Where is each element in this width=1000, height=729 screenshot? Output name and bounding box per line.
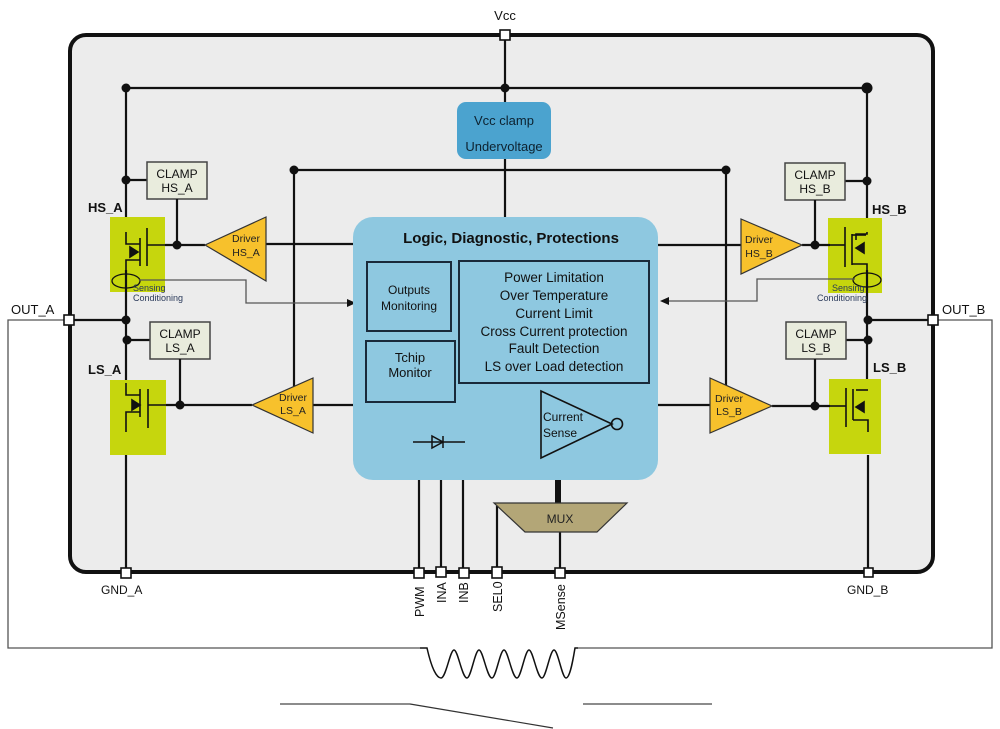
- current-sense-line2: Sense: [543, 426, 577, 440]
- out-a-label: OUT_A: [11, 302, 55, 317]
- ls-a-symbol: [125, 383, 166, 432]
- driver-hs-b-line2: HS_B: [745, 248, 772, 260]
- clamp-ls-b-line1: CLAMP: [795, 327, 836, 341]
- node: [175, 400, 185, 410]
- sel0-label: SEL0: [491, 581, 505, 612]
- tchip-monitor-box: [365, 340, 456, 403]
- sensing-a-feedback: [139, 279, 350, 304]
- ls-a-mosfet: [110, 380, 166, 455]
- clamp-hs-a-line1: CLAMP: [156, 167, 197, 181]
- vcc-clamp-block: [457, 102, 551, 159]
- driver-hs-a-line2: HS_A: [232, 247, 259, 259]
- driver-hs-a-line1: Driver: [232, 233, 261, 245]
- gnd-a-pin: [120, 567, 132, 579]
- node: [500, 83, 510, 93]
- undervoltage-label: Undervoltage: [465, 139, 542, 154]
- hs-a-symbol: [125, 228, 165, 272]
- node: [810, 240, 820, 250]
- msense-pin: [554, 567, 566, 579]
- gnd-b-label: GND_B: [847, 583, 888, 597]
- driver-ls-b: [709, 377, 774, 434]
- protection-item: LS over Load detection: [485, 359, 624, 374]
- arrow-head-icon: [660, 297, 669, 305]
- clamp-hs-b: [784, 162, 846, 201]
- logic-title: Logic, Diagnostic, Protections: [403, 230, 619, 247]
- sensing-a-ring: [111, 273, 141, 289]
- switch-blade: [409, 703, 554, 729]
- out-a-load-wire: [7, 319, 420, 649]
- mux-label: MUX: [547, 512, 574, 526]
- clamp-hs-a: [146, 161, 208, 200]
- ls-a-label: LS_A: [88, 362, 122, 377]
- ls-b-mosfet: [829, 379, 881, 454]
- clamp-ls-a-line2: LS_A: [165, 341, 194, 355]
- ina-label: INA: [435, 582, 449, 604]
- protection-item: Current Limit: [515, 306, 593, 321]
- clamp-ls-a-line1: CLAMP: [159, 327, 200, 341]
- inb-label: INB: [457, 582, 471, 603]
- protection-item: Fault Detection: [509, 341, 600, 356]
- gnd-b-pin: [863, 567, 874, 578]
- inb-pin: [458, 567, 470, 579]
- hs-b-mosfet: [828, 218, 882, 293]
- pwm-pin: [413, 567, 425, 579]
- sensing-b-feedback: [668, 278, 855, 302]
- sensing-b-ring: [852, 272, 882, 288]
- sel0-pin: [491, 566, 503, 579]
- ls-b-symbol: [830, 388, 869, 432]
- driver-hs-b: [740, 218, 804, 275]
- pwm-label: PWM: [413, 586, 427, 617]
- msense-label: MSense: [554, 584, 568, 630]
- logic-block: [353, 217, 658, 480]
- driver-ls-b-line1: Driver: [715, 393, 744, 405]
- node: [172, 240, 182, 250]
- outputs-monitoring-line1: Outputs: [388, 283, 430, 297]
- driver-ls-a: [250, 377, 314, 434]
- sensing-a-line2: Conditioning: [133, 293, 183, 303]
- sensing-a-line1: Sensing: [133, 283, 166, 293]
- clamp-hs-b-line2: HS_B: [799, 182, 830, 196]
- clamp-ls-b-line2: LS_B: [801, 341, 830, 355]
- diode-icon: [413, 434, 465, 450]
- out-b-load-wire: [578, 319, 993, 649]
- hs-a-mosfet: [110, 217, 165, 292]
- tchip-monitor-line1: Tchip: [395, 350, 425, 365]
- driver-hs-b-line1: Driver: [745, 234, 774, 246]
- tchip-monitor-line2: Monitor: [388, 365, 432, 380]
- hs-b-label: HS_B: [872, 202, 907, 217]
- sensing-b-line2: Conditioning: [817, 293, 867, 303]
- out-a-pin: [63, 314, 75, 326]
- outputs-monitoring-line2: Monitoring: [381, 299, 437, 313]
- current-sense-line1: Current: [543, 410, 584, 424]
- hs-b-symbol: [830, 227, 868, 272]
- protections-box: [458, 260, 650, 384]
- driver-hs-a: [203, 216, 267, 283]
- clamp-hs-a-line2: HS_A: [161, 181, 192, 195]
- out-b-pin: [927, 314, 939, 326]
- ina-pin: [435, 566, 447, 578]
- sensing-b-line1: Sensing: [832, 283, 865, 293]
- arrow-head-icon: [347, 299, 356, 307]
- clamp-ls-b: [785, 321, 847, 360]
- hs-a-label: HS_A: [88, 200, 123, 215]
- clamp-ls-a: [149, 321, 211, 360]
- driver-ls-a-line1: Driver: [279, 392, 308, 404]
- driver-ls-a-line2: LS_A: [280, 405, 306, 417]
- driver-ls-b-line2: LS_B: [716, 406, 742, 418]
- vcc-pin: [499, 29, 511, 41]
- outputs-monitoring-box: [366, 261, 452, 332]
- clamp-hs-b-line1: CLAMP: [794, 168, 835, 182]
- protection-item: Cross Current protection: [480, 324, 627, 339]
- ls-b-label: LS_B: [873, 360, 906, 375]
- gnd-a-label: GND_A: [101, 583, 142, 597]
- mux-block: [492, 502, 629, 533]
- protection-item: Power Limitation: [504, 270, 604, 285]
- node: [810, 401, 820, 411]
- current-sense-amp: [540, 389, 624, 460]
- load-inductor: [420, 647, 578, 679]
- vcc-clamp-label: Vcc clamp: [474, 113, 534, 128]
- protection-item: Over Temperature: [500, 288, 609, 303]
- out-b-label: OUT_B: [942, 302, 985, 317]
- vcc-label: Vcc: [494, 8, 516, 23]
